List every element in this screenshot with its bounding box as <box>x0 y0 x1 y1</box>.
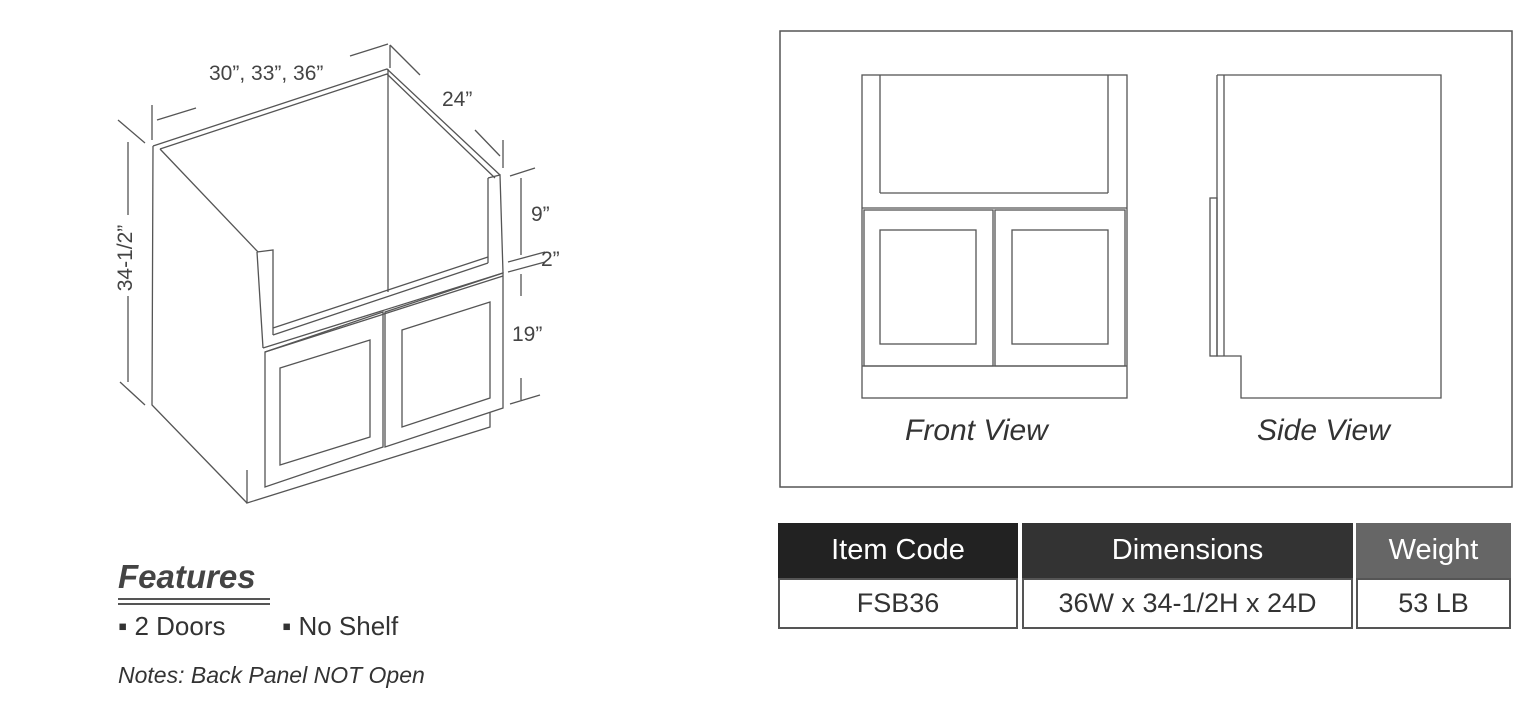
front-view-label: Front View <box>905 414 1048 447</box>
weight-value: 53 LB <box>1356 578 1511 629</box>
views-frame <box>779 30 1513 488</box>
width-dimension-label: 30”, 33”, 36” <box>209 62 324 85</box>
right-door <box>384 272 504 448</box>
door-dimension-label: 19” <box>512 323 543 346</box>
dimensions-value: 36W x 34-1/2H x 24D <box>1022 578 1353 629</box>
opening-dimension-label: 9” <box>531 203 550 226</box>
height-dimension-label: 34-1/2” <box>114 224 137 292</box>
header-weight: Weight <box>1356 523 1511 578</box>
features-underline <box>118 598 270 600</box>
features-underline-2 <box>118 603 270 605</box>
header-dimensions: Dimensions <box>1022 523 1353 578</box>
feature-item: ▪ 2 Doors <box>118 611 226 641</box>
features-title: Features <box>118 558 256 595</box>
left-door <box>264 311 384 488</box>
depth-dimension-label: 24” <box>442 88 473 111</box>
rail-dimension-label: 2” <box>541 248 560 271</box>
front-view-drawing <box>861 74 1128 399</box>
header-item-code: Item Code <box>778 523 1018 578</box>
notes: Notes: Back Panel NOT Open <box>118 662 425 688</box>
side-view-drawing <box>1209 74 1442 399</box>
side-view-label: Side View <box>1257 414 1390 447</box>
feature-item: ▪ No Shelf <box>282 611 399 641</box>
item-code-value: FSB36 <box>778 578 1018 629</box>
